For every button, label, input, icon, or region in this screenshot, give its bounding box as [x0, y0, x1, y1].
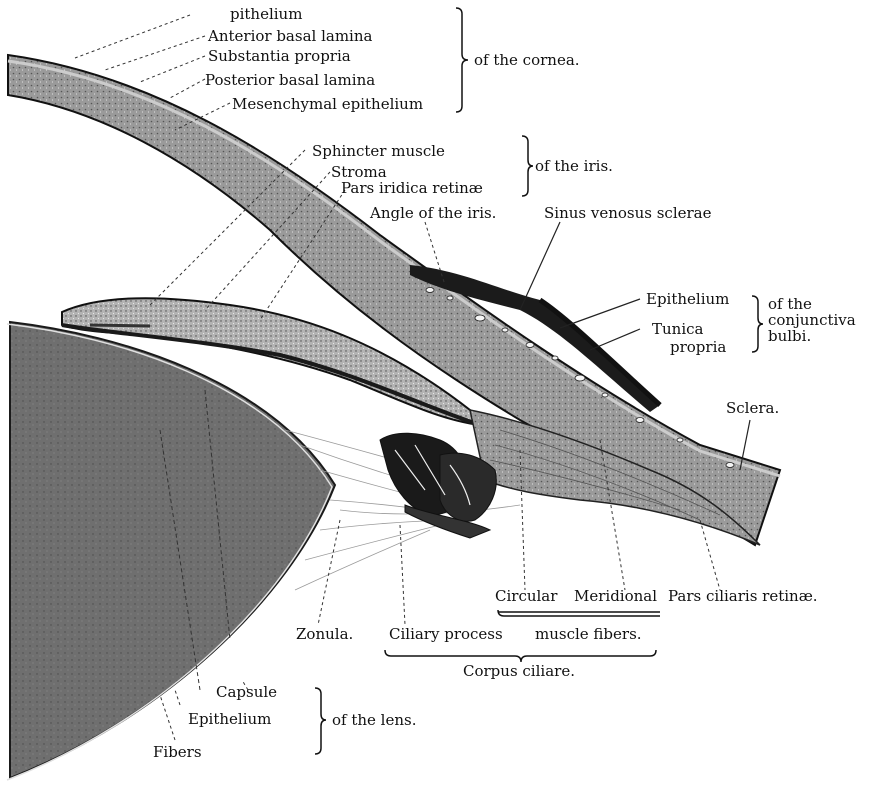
label-pars-iridica-retinae: Pars iridica retinæ — [341, 180, 483, 197]
label-angle-of-the-iris: Angle of the iris. — [370, 205, 496, 222]
label-anterior-basal-lamina: Anterior basal lamina — [208, 28, 372, 45]
label-pars-ciliaris-retinae: Pars ciliaris retinæ. — [668, 588, 818, 605]
label-sinus-venosus: Sinus venosus sclerae — [544, 205, 712, 222]
label-posterior-basal-lamina: Posterior basal lamina — [205, 72, 375, 89]
label-circular: Circular — [495, 588, 557, 605]
label-capsule: Capsule — [216, 684, 277, 701]
label-of-the-lens: of the lens. — [332, 712, 417, 729]
label-lens-epithelium: Epithelium — [188, 711, 271, 728]
label-conjunctiva-epithelium: Epithelium — [646, 291, 729, 308]
label-bulbi: bulbi. — [768, 328, 811, 345]
label-of-the-iris: of the iris. — [535, 158, 613, 175]
label-substantia-propria: Substantia propria — [208, 48, 351, 65]
label-corpus-ciliare: Corpus ciliare. — [463, 663, 575, 680]
label-sphincter-muscle: Sphincter muscle — [312, 143, 445, 160]
label-fibers: Fibers — [153, 744, 202, 761]
label-propria: propria — [670, 339, 726, 356]
lens — [10, 322, 335, 778]
label-sclera: Sclera. — [726, 400, 779, 417]
label-of-the-cornea: of the cornea. — [474, 52, 580, 69]
sphincter-muscle — [90, 325, 150, 326]
label-zonula: Zonula. — [296, 626, 353, 643]
label-meridional: Meridional — [574, 588, 657, 605]
label-ciliary-process: Ciliary process — [389, 626, 503, 643]
label-tunica: Tunica — [652, 321, 703, 338]
label-mesenchymal-epithelium: Mesenchymal epithelium — [232, 96, 423, 113]
label-pithelium: pithelium — [230, 6, 302, 23]
label-muscle-fibers: muscle fibers. — [535, 626, 642, 643]
